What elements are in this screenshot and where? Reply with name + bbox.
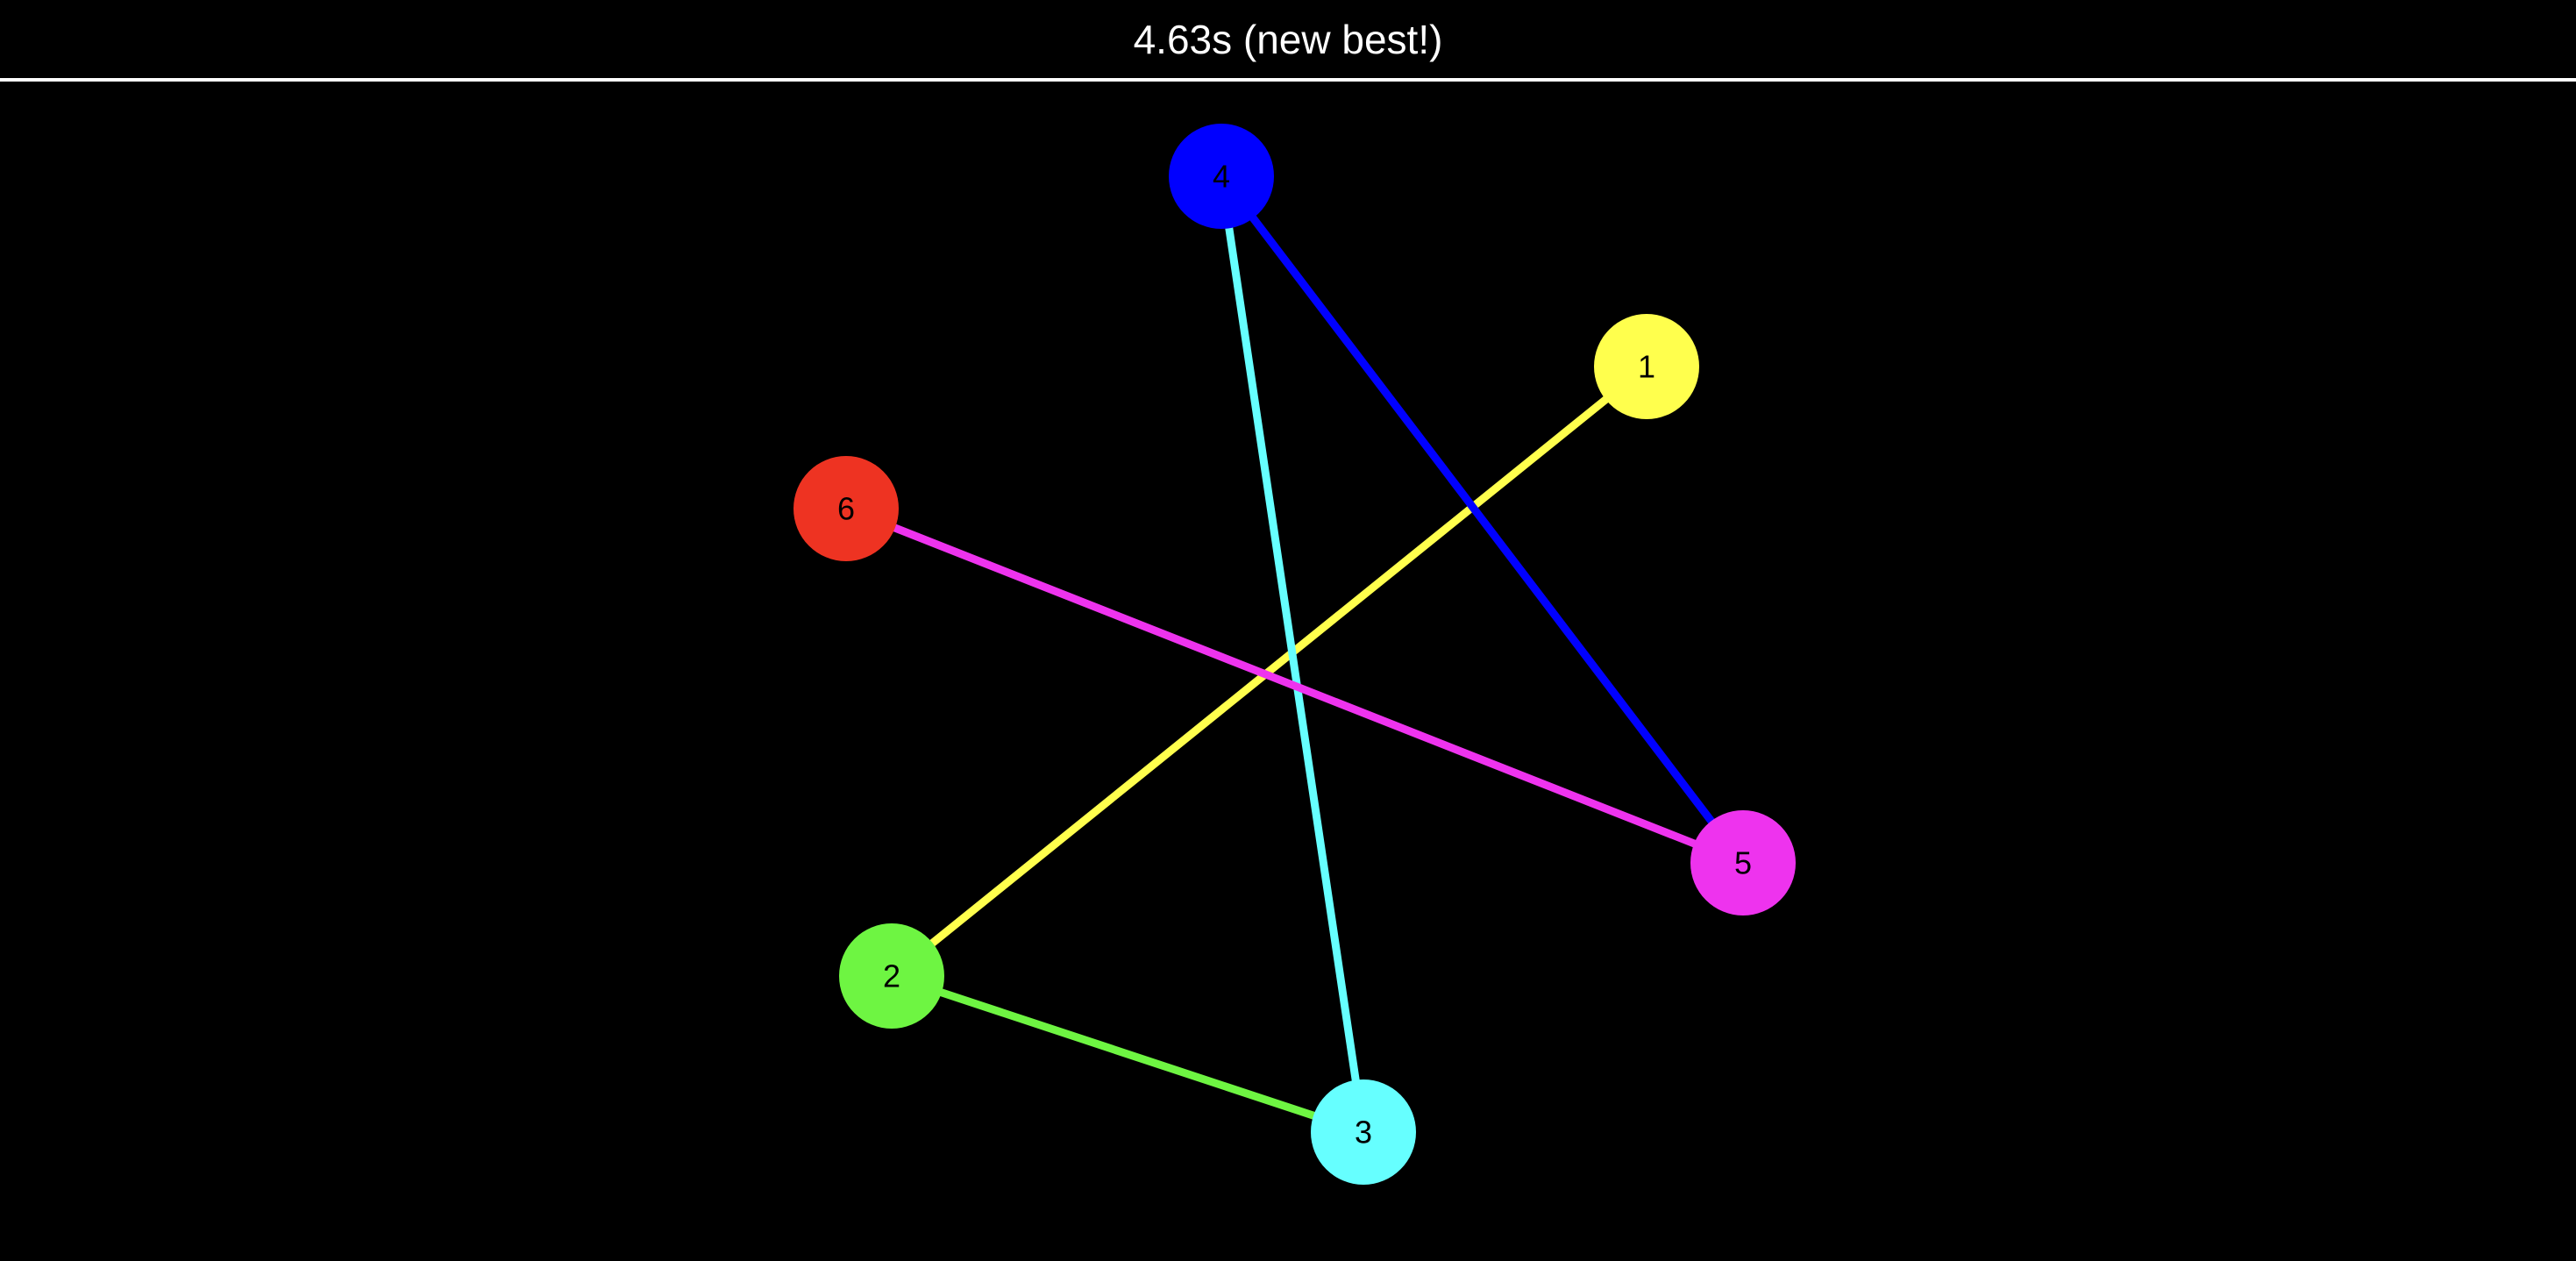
node-6[interactable]: 6 — [793, 456, 899, 561]
node-label: 1 — [1638, 349, 1655, 385]
timer-text: 4.63s (new best!) — [1133, 17, 1443, 62]
edge-3-4 — [1217, 172, 1368, 1136]
edge-1-2 — [887, 362, 1651, 980]
node-label: 4 — [1213, 159, 1230, 195]
edge-5-6 — [842, 504, 1747, 867]
timer-display: 4.63s (new best!) — [0, 0, 2576, 79]
node-5[interactable]: 5 — [1690, 810, 1796, 915]
node-circle[interactable] — [793, 456, 899, 561]
nodes-layer: 1 2 3 4 5 6 — [793, 124, 1796, 1185]
node-label: 5 — [1734, 845, 1752, 881]
node-circle[interactable] — [1169, 124, 1274, 229]
edges-layer — [842, 172, 1747, 1136]
node-2[interactable]: 2 — [839, 923, 944, 1029]
node-circle[interactable] — [1594, 314, 1699, 419]
node-label: 2 — [883, 958, 900, 994]
node-circle[interactable] — [1690, 810, 1796, 915]
node-1[interactable]: 1 — [1594, 314, 1699, 419]
node-4[interactable]: 4 — [1169, 124, 1274, 229]
edge-2-3 — [887, 972, 1368, 1136]
edge-4-5 — [1217, 172, 1747, 867]
node-3[interactable]: 3 — [1311, 1079, 1416, 1185]
node-label: 6 — [837, 491, 855, 527]
node-circle[interactable] — [839, 923, 944, 1029]
header-divider — [0, 78, 2576, 82]
node-label: 3 — [1355, 1115, 1372, 1151]
node-circle[interactable] — [1311, 1079, 1416, 1185]
